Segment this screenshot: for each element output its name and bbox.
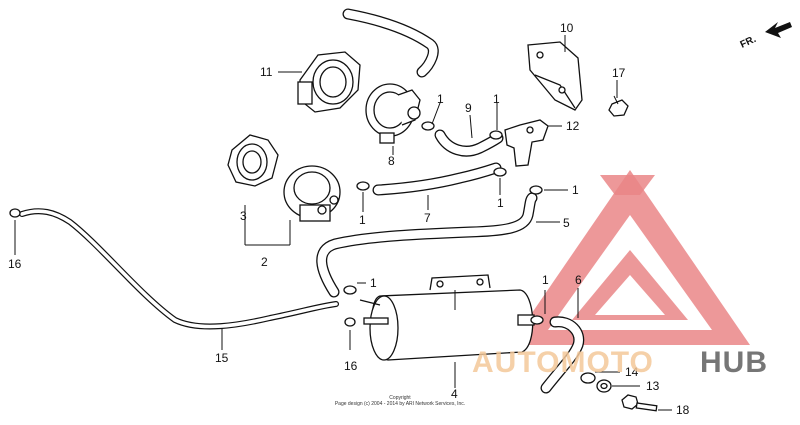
callout-14: 14: [625, 365, 639, 379]
watermark-word-1: AUTOMOTO: [472, 346, 654, 379]
leader-lines: [14, 35, 672, 411]
clamp-1c[interactable]: [356, 181, 370, 191]
watermark-text: AUTOMOTO HUB: [472, 346, 768, 379]
clamp-16a[interactable]: [9, 208, 21, 218]
part-8-valve[interactable]: [365, 83, 421, 144]
callout-8: 8: [388, 154, 395, 168]
callout-11: 11: [260, 65, 273, 79]
callout-15: 15: [215, 351, 229, 365]
callout-1f: 1: [370, 276, 377, 290]
callout-2: 2: [261, 255, 268, 269]
part-11-mount-rubber[interactable]: [297, 51, 361, 113]
part-9-hose[interactable]: [434, 129, 504, 157]
callout-5: 5: [563, 216, 570, 230]
part-3-mount-rubber[interactable]: [227, 134, 279, 187]
part-10-bracket[interactable]: [527, 41, 583, 111]
part-14-collar[interactable]: [580, 372, 596, 384]
part-12-joint[interactable]: [504, 119, 549, 167]
callouts: 11 8 1 9 1 10 17 12 3 2 1 7 1 1 5 1 1 6 …: [8, 21, 690, 417]
clamp-1d[interactable]: [493, 167, 507, 177]
callout-16a: 16: [8, 257, 22, 271]
part-6-hose[interactable]: [540, 316, 585, 394]
copyright-notice: Copyright Page design (c) 2004 - 2014 by…: [335, 395, 465, 407]
callout-10: 10: [560, 21, 574, 35]
clamp-1a[interactable]: [421, 121, 435, 131]
callout-17: 17: [612, 66, 626, 80]
part-15-hose[interactable]: [19, 208, 339, 330]
part-13-washer[interactable]: [596, 379, 612, 393]
callout-1a: 1: [437, 92, 444, 106]
clamp-1b[interactable]: [489, 130, 503, 140]
callout-18: 18: [676, 403, 690, 417]
callout-3: 3: [240, 209, 247, 223]
clamp-1f[interactable]: [343, 285, 357, 295]
part-2-valve-assembly[interactable]: [283, 165, 341, 222]
callout-12: 12: [566, 119, 580, 133]
part-4-canister[interactable]: [359, 274, 535, 361]
callout-1d: 1: [497, 196, 504, 210]
callout-1c: 1: [359, 213, 366, 227]
callout-6: 6: [575, 273, 582, 287]
watermark-word-2: HUB: [700, 346, 768, 379]
callout-16b: 16: [344, 359, 358, 373]
upper-hose[interactable]: [342, 8, 439, 78]
callout-1b: 1: [493, 92, 500, 106]
clamp-16b[interactable]: [344, 317, 356, 327]
callout-7: 7: [424, 211, 431, 225]
direction-label: FR.: [739, 34, 758, 51]
watermark-logo: [510, 170, 750, 345]
copyright-line-1: Copyright: [389, 395, 411, 401]
part-17-bolt[interactable]: [608, 95, 629, 117]
front-direction-indicator: FR.: [739, 22, 792, 51]
callout-1e: 1: [572, 183, 579, 197]
callout-4: 4: [451, 387, 458, 401]
callout-9: 9: [465, 101, 472, 115]
copyright-line-2: Page design (c) 2004 - 2014 by ARI Netwo…: [335, 401, 465, 407]
part-18-bolt[interactable]: [621, 394, 658, 412]
callout-1g: 1: [542, 273, 549, 287]
clamp-1g[interactable]: [530, 315, 544, 325]
part-5-hose[interactable]: [316, 192, 538, 298]
part-7-hose[interactable]: [372, 162, 502, 196]
callout-13: 13: [646, 379, 660, 393]
clamp-1e[interactable]: [529, 185, 543, 195]
